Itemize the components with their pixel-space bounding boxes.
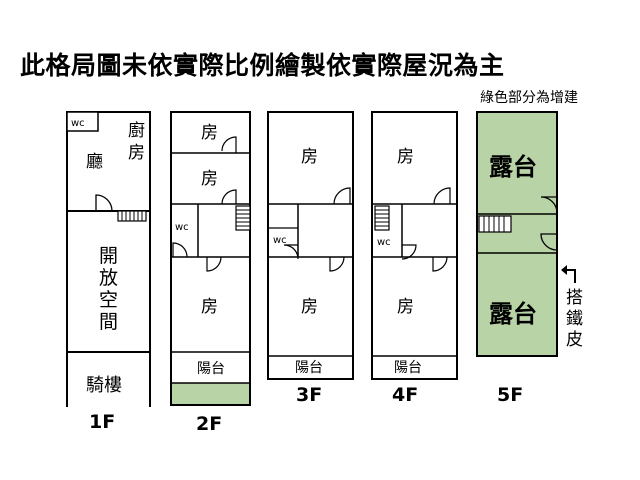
open-space-char-4: 間 — [99, 311, 118, 333]
metal-roof-annotation: 搭 鐵 皮 — [561, 265, 583, 350]
floor-4f: 房 wc 房 陽台 4F — [371, 111, 458, 406]
page-title: 此格局圖未依實際比例繪製依實際屋況為主 — [20, 51, 505, 80]
wc-label-4f: wc — [377, 237, 391, 248]
terrace-label-5f-top: 露台 — [489, 153, 537, 181]
arcade-label: 騎樓 — [86, 375, 122, 396]
addition-note: 綠色部分為增建 — [480, 90, 578, 106]
balcony-label-3f: 陽台 — [295, 360, 323, 376]
wc-label-3f: wc — [273, 235, 287, 246]
room-label-4f-top: 房 — [397, 147, 414, 167]
floor-2f: 房 房 wc 房 陽台 2F — [170, 111, 251, 435]
metal-roof-char-3: 皮 — [566, 330, 583, 350]
metal-roof-char-2: 鐵 — [566, 309, 583, 329]
open-space-char-1: 開 — [99, 245, 118, 267]
stair-4f — [374, 205, 390, 231]
floor-1f: wc 廚 房 廳 開 放 空 間 騎樓 1F — [66, 111, 151, 433]
balcony-label-2f: 陽台 — [197, 361, 225, 377]
floor-label-5f: 5F — [497, 384, 523, 406]
room-label-2f-top: 房 — [201, 123, 218, 143]
room-label-3f-top: 房 — [301, 147, 318, 167]
wc-label-2f: wc — [175, 222, 189, 233]
open-space-char-3: 空 — [99, 289, 118, 311]
wc-label-1f: wc — [71, 118, 85, 129]
floor-label-1f: 1F — [89, 411, 115, 433]
arrow-icon — [567, 269, 576, 283]
kitchen-label-2: 房 — [128, 143, 145, 163]
terrace-label-5f-bottom: 露台 — [489, 300, 537, 328]
stair-2f — [235, 205, 251, 231]
room-label-2f-bottom: 房 — [201, 297, 218, 317]
floor-label-3f: 3F — [296, 384, 322, 406]
room-label-3f-bottom: 房 — [301, 297, 318, 317]
stair-1f — [117, 210, 147, 222]
room-label-2f-mid: 房 — [201, 169, 218, 189]
open-space-char-2: 放 — [99, 267, 118, 289]
stair-5f — [478, 215, 512, 233]
metal-roof-char-1: 搭 — [566, 288, 583, 308]
floor-label-4f: 4F — [392, 384, 418, 406]
wc-1f — [66, 111, 99, 132]
kitchen-label: 廚 — [128, 120, 145, 141]
room-label-4f-bottom: 房 — [397, 297, 414, 317]
balcony-label-4f: 陽台 — [394, 360, 422, 376]
floor-5f: 露台 露台 5F — [476, 111, 558, 406]
addition-strip-2f — [171, 383, 250, 405]
floor-3f: 房 wc 房 陽台 3F — [267, 111, 354, 406]
floor-label-2f: 2F — [196, 413, 222, 435]
hall-label: 廳 — [86, 152, 103, 172]
